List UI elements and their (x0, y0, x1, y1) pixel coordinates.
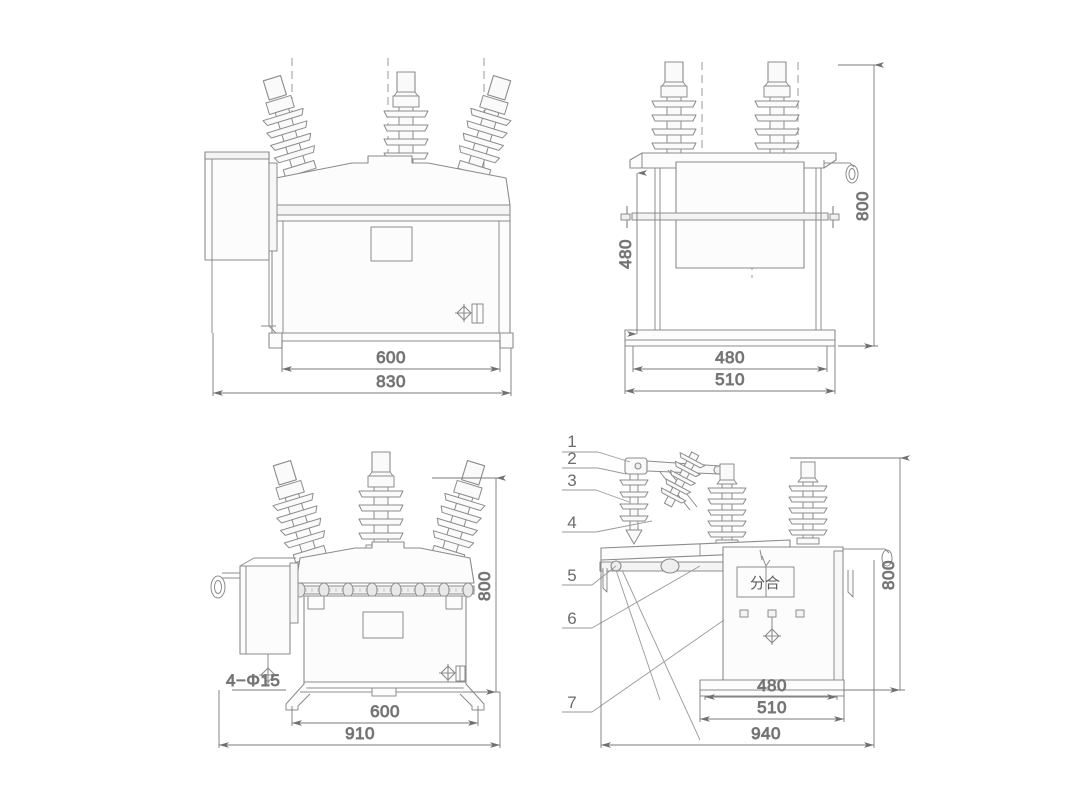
assembly-base-channel (699, 679, 845, 697)
front-terminal-plate (471, 303, 484, 324)
front-dim-830-label: 830 (376, 372, 406, 391)
assembly-bushing-right (788, 461, 828, 545)
front-bushing-right (452, 71, 523, 180)
rear-tank-body (303, 595, 467, 683)
side-dimensions: 480 800 480 510 (616, 62, 884, 394)
front-base-channel (268, 332, 514, 349)
rear-tank-lid (295, 541, 475, 584)
front-dim-600-label: 600 (376, 348, 406, 367)
side-bushing-left (651, 61, 697, 163)
assembly-indicator-label: 分合 (750, 574, 780, 592)
side-lifting-eye (824, 162, 859, 184)
rear-bushing-center (358, 451, 404, 553)
assembly-lifting-hook (843, 548, 893, 598)
rear-terminal-plate (455, 665, 466, 682)
rear-dim-910-label: 910 (345, 724, 375, 743)
rear-bushing-left (261, 456, 332, 565)
rear-hole-note-label: 4−Φ15 (226, 671, 280, 690)
rear-base-frame (285, 681, 485, 711)
side-bushing-right (754, 61, 800, 163)
front-nameplate (370, 226, 413, 262)
front-dimensions: 600 830 (212, 333, 512, 396)
assembly-bottom-flange (739, 609, 805, 646)
rear-dim-800-vert-label: 800 (475, 571, 494, 601)
assembly-callout-1: 1 (567, 432, 576, 451)
rear-dimensions: 800 600 910 4−Φ15 (218, 475, 506, 748)
side-elevation-view (620, 61, 859, 347)
assembly-post-insulator (619, 473, 649, 545)
assembly-callout-7: 7 (567, 693, 576, 712)
rear-dim-600-label: 600 (370, 702, 400, 721)
rear-bolt-flange-band (294, 582, 475, 598)
asm-dim-800-vert-label: 800 (879, 560, 898, 590)
front-control-box (204, 151, 278, 334)
assembly-indicator-panel (736, 549, 795, 598)
assembly-blade-insulator (660, 451, 706, 508)
front-tank-lid (271, 155, 511, 206)
assembly-callout-3: 3 (567, 471, 576, 490)
assembly-callout-2: 2 (567, 449, 576, 468)
assembly-callout-5: 5 (567, 566, 576, 585)
rear-nameplate (362, 611, 404, 639)
asm-dim-480-label: 480 (757, 676, 787, 695)
assembly-callout-leaders (562, 451, 725, 741)
assembly-callout-6: 6 (567, 609, 576, 628)
side-dim-480-vert-label: 480 (616, 239, 635, 269)
rear-elevation-view (210, 451, 497, 711)
assembly-callout-4: 4 (567, 513, 576, 532)
asm-dim-940-label: 940 (751, 724, 781, 743)
side-dim-480-label: 480 (715, 348, 745, 367)
side-dim-510-label: 510 (715, 370, 745, 389)
assembly-dimensions: 800 480 510 940 (600, 455, 910, 748)
front-elevation-view (204, 58, 523, 349)
asm-dim-510-label: 510 (757, 698, 787, 717)
rear-bushing-right (426, 456, 497, 565)
side-base-channel (624, 329, 836, 347)
side-frame (654, 168, 822, 330)
assembly-callout-numbers: 1 2 3 4 5 6 7 (567, 432, 576, 712)
side-dim-800-vert-label: 800 (853, 191, 872, 221)
rear-control-box (210, 557, 299, 685)
assembly-bushing-center (707, 463, 747, 547)
assembly-side-view-with-isolator (562, 451, 893, 741)
